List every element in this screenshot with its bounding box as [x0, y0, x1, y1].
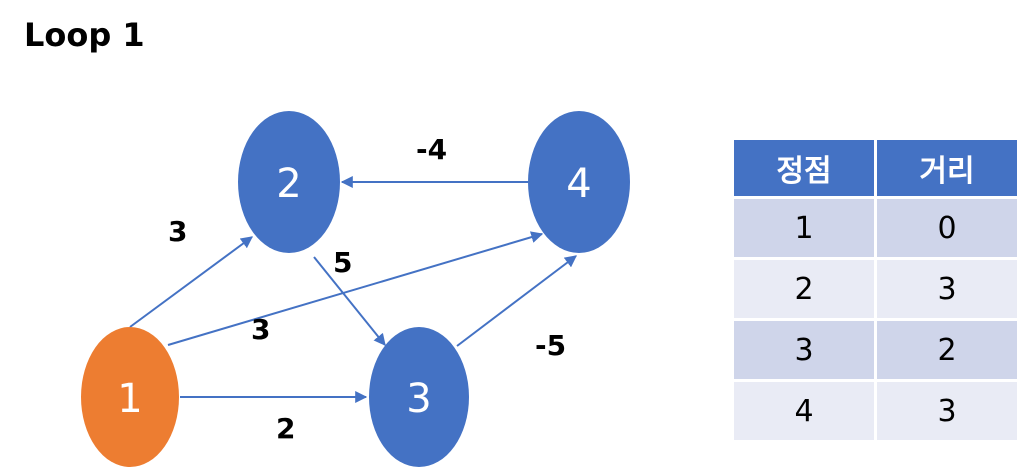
header-vertex: 정점	[734, 140, 877, 199]
node-label-2: 2	[276, 161, 301, 207]
node-label-4: 4	[566, 161, 591, 207]
node-2: 2	[238, 111, 340, 253]
edge-label-1-3: 2	[276, 412, 295, 445]
graph-diagram: 3 3 2 5 -5 -4 1 2 3 4	[81, 111, 630, 467]
edge-label-4-2: -4	[416, 133, 447, 166]
distance-cell: 3	[877, 382, 1020, 443]
node-4: 4	[528, 111, 630, 253]
edge-1-2	[129, 236, 253, 328]
vertex-cell: 4	[734, 382, 877, 443]
edge-2-3	[313, 256, 386, 346]
vertex-cell: 2	[734, 260, 877, 321]
distance-cell: 2	[877, 321, 1020, 382]
distance-cell: 0	[877, 199, 1020, 260]
node-3: 3	[369, 327, 469, 467]
edge-label-2-3: 5	[333, 246, 352, 279]
edge-label-1-2: 3	[168, 215, 187, 248]
table-row: 3 2	[734, 321, 1020, 382]
edge-label-3-4: -5	[535, 329, 566, 362]
table-row: 4 3	[734, 382, 1020, 443]
node-label-1: 1	[117, 376, 142, 422]
vertex-cell: 1	[734, 199, 877, 260]
page-title: Loop 1	[24, 16, 145, 54]
table-header-row: 정점 거리	[734, 140, 1020, 199]
table-row: 1 0	[734, 199, 1020, 260]
table-row: 2 3	[734, 260, 1020, 321]
edge-label-1-4: 3	[251, 313, 270, 346]
edge-3-4	[456, 255, 577, 347]
header-distance: 거리	[877, 140, 1020, 199]
distance-table: 정점 거리 1 0 2 3 3 2 4 3	[734, 140, 1020, 443]
node-label-3: 3	[406, 376, 431, 422]
vertex-cell: 3	[734, 321, 877, 382]
distance-cell: 3	[877, 260, 1020, 321]
node-1: 1	[81, 327, 179, 467]
edge-1-4	[167, 231, 544, 346]
